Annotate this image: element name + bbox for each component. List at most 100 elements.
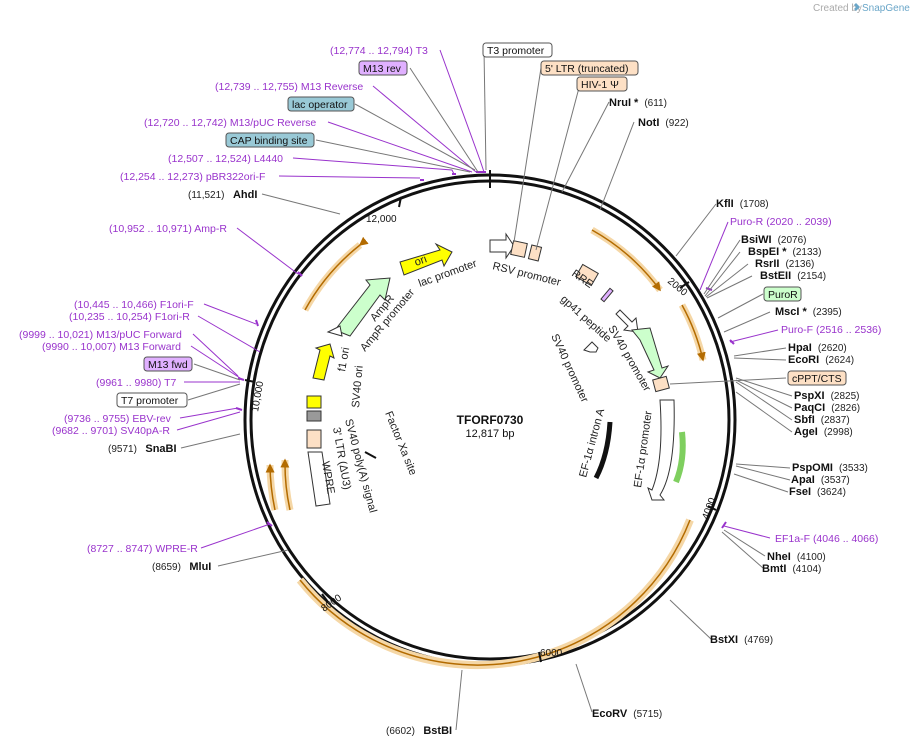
ltr3-box — [306, 429, 322, 449]
enzyme-pos: (2136) — [785, 259, 814, 270]
primer-name: Puro-F — [781, 324, 813, 336]
enzyme-pos: (2825) — [831, 391, 860, 402]
svg-text:(12,774 .. 12,794) T3: (12,774 .. 12,794) T3 — [330, 45, 428, 57]
svg-text:Puro-F (2516 .. 2536): Puro-F (2516 .. 2536) — [781, 324, 881, 336]
primer-name: SV40pA-R — [120, 425, 170, 437]
enzyme-name: HpaI — [788, 342, 812, 354]
svg-text:PaqCI(2826): PaqCI(2826) — [794, 402, 860, 414]
svg-text:NruI *(611): NruI *(611) — [609, 97, 667, 109]
ef1a-promoter-label: EF-1α promoter — [632, 410, 655, 489]
sv40-ori-label: SV40 ori — [350, 365, 366, 408]
primer-name: M13/pUC Reverse — [230, 117, 317, 129]
enzyme-pos: (2620) — [818, 343, 847, 354]
primer-name: EBV-rev — [132, 413, 171, 425]
primer-range: (4046 .. 4066) — [813, 533, 878, 545]
svg-text:(11,521) AhdI: (11,521) AhdI — [188, 185, 257, 202]
svg-text:(12,739 .. 12,755) M13 Revers: (12,739 .. 12,755) M13 Reverse — [215, 81, 363, 93]
leader-lines — [176, 49, 793, 731]
f1-ori-label: f1 ori — [336, 346, 352, 372]
ori-label: ori — [413, 253, 429, 268]
svg-text:(9736 .. 9755) EBV-rev: (9736 .. 9755) EBV-rev — [64, 413, 172, 425]
brand-text: SnapGene — [862, 3, 910, 14]
svg-text:NotI(922): NotI(922) — [638, 117, 689, 129]
svg-text:RsrII(2136): RsrII (2136) — [755, 258, 814, 270]
hiv-label: HIV-1 Ψ — [581, 79, 619, 91]
ruler-label: 6000 — [540, 648, 563, 659]
enzyme-name: NheI — [767, 551, 791, 563]
svg-text:NheI(4100): NheI(4100) — [767, 551, 826, 563]
svg-text:EcoRI(2624): EcoRI(2624) — [788, 354, 854, 366]
sv40-ori-box — [306, 395, 322, 409]
primer-range: (12,774 .. 12,794) — [330, 45, 413, 57]
svg-text:KflI(1708): KflI(1708) — [716, 198, 769, 210]
enzyme-name: MluI — [189, 561, 211, 573]
svg-text:PspOMI(3533): PspOMI(3533) — [792, 462, 868, 474]
enzyme-name: BspEI * — [748, 246, 787, 258]
svg-text:EcoRV(5715): EcoRV(5715) — [592, 708, 662, 720]
sv40-promoter-label-b: SV40 promoter — [548, 332, 590, 404]
svg-text:(9990 .. 10,007) M13 Forward: (9990 .. 10,007) M13 Forward — [42, 341, 181, 353]
svg-text:BstEII(2154): BstEII(2154) — [760, 270, 826, 282]
primer-name: pBR322ori-F — [206, 171, 266, 183]
rsv-promoter-label: RSV promoter — [491, 260, 562, 289]
enzyme-name: MscI * — [775, 306, 808, 318]
enzyme-pos: (11,521) — [188, 190, 225, 201]
cap-site-label: CAP binding site — [230, 135, 308, 147]
primer-name: T7 — [164, 377, 176, 389]
enzyme-pos: (8659) — [152, 562, 181, 573]
enzyme-name: BstEII — [760, 270, 791, 282]
enzyme-name: PaqCI — [794, 402, 825, 414]
enzyme-name: AgeI — [794, 426, 818, 438]
svg-text:PspXI(2825): PspXI(2825) — [794, 390, 859, 402]
enzyme-pos: (2395) — [813, 307, 842, 318]
sv40-promoter-arrow-a — [615, 309, 639, 333]
primer-range: (9990 .. 10,007) — [42, 341, 116, 353]
primers-right: Puro-R (2020 .. 2039) Puro-F (2516 .. 25… — [730, 216, 881, 545]
enzyme-name: BstBI — [423, 725, 452, 737]
primer-name: M13 Forward — [119, 341, 181, 353]
svg-text:(9961 .. 9980) T7: (9961 .. 9980) T7 — [96, 377, 177, 389]
enzyme-pos: (3624) — [817, 487, 846, 498]
enzyme-name: FseI — [789, 486, 811, 498]
boxed-labels: M13 rev lac operator CAP binding site M1… — [116, 42, 847, 408]
ori-arrow — [399, 242, 453, 276]
primer-name: WPRE-R — [155, 543, 198, 555]
primer-range: (2020 .. 2039) — [766, 216, 831, 228]
grey-box — [306, 410, 322, 422]
svg-text:EF1a-F (4046 .. 4066): EF1a-F (4046 .. 4066) — [775, 533, 878, 545]
snapgene-logo-icon — [854, 3, 860, 11]
hiv-box — [527, 244, 543, 262]
factor-xa-mark — [364, 451, 377, 459]
m13-fwd-label: M13 fwd — [148, 359, 188, 371]
primer-name: F1ori-R — [155, 311, 190, 323]
enzyme-name: RsrII — [755, 258, 779, 270]
svg-text:(10,235 .. 10,254) F1ori-R: (10,235 .. 10,254) F1ori-R — [69, 311, 190, 323]
primer-name: M13 Reverse — [301, 81, 364, 93]
primer-range: (10,952 .. 10,971) — [109, 223, 192, 235]
enzyme-pos: (2133) — [793, 247, 822, 258]
svg-text:(12,507 .. 12,524) L4440: (12,507 .. 12,524) L4440 — [168, 153, 283, 165]
enzyme-name: PspOMI — [792, 462, 833, 474]
ef1a-promoter-arrow — [647, 399, 675, 501]
primer-range: (9999 .. 10,021) — [19, 329, 93, 341]
enzyme-pos: (6602) — [386, 726, 415, 737]
wpre-label: WPRE — [319, 460, 337, 495]
ruler-label: 12,000 — [366, 214, 397, 225]
enzyme-pos: (1708) — [740, 199, 769, 210]
primer-range: (10,235 .. 10,254) — [69, 311, 152, 323]
svg-text:SbfI(2837): SbfI(2837) — [794, 414, 850, 426]
svg-text:BsiWI(2076): BsiWI(2076) — [741, 234, 806, 246]
primer-name: M13/pUC Forward — [96, 329, 182, 341]
svg-text:(6602) BstBI: (6602) BstBI — [386, 721, 452, 738]
primer-range: (12,720 .. 12,742) — [144, 117, 227, 129]
primer-range: (9682 .. 9701) — [52, 425, 117, 437]
t7-promoter-label: T7 promoter — [121, 395, 179, 407]
primer-name: EF1a-F — [775, 533, 810, 545]
svg-text:(10,952 .. 10,971) Amp-R: (10,952 .. 10,971) Amp-R — [109, 223, 227, 235]
enzyme-pos: (5715) — [633, 709, 662, 720]
primer-range: (2516 .. 2536) — [816, 324, 881, 336]
primer-range: (12,507 .. 12,524) — [168, 153, 251, 165]
enzyme-name: SbfI — [794, 414, 815, 426]
